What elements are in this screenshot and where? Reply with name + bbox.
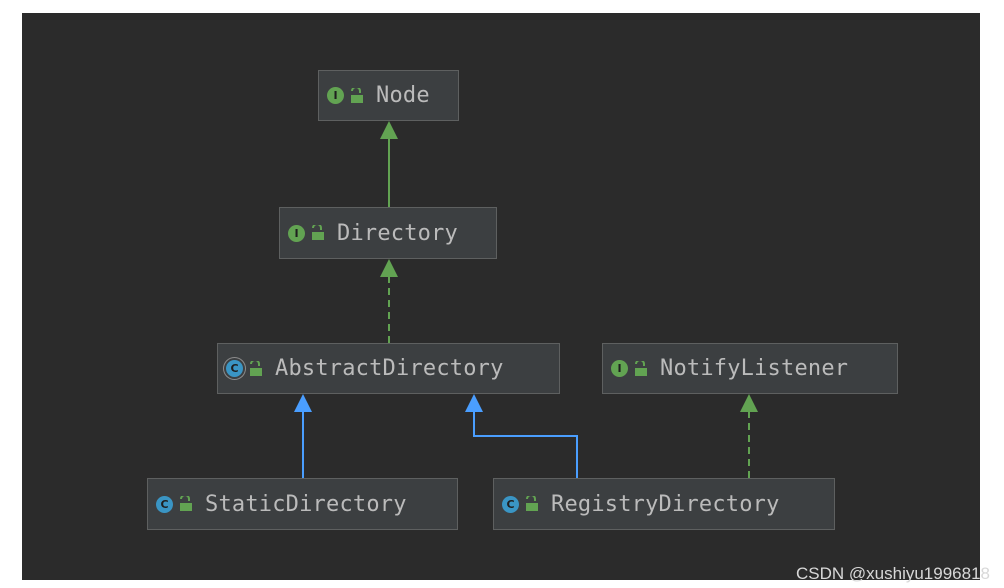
unlocked-padlock-icon bbox=[312, 225, 324, 240]
unlocked-padlock-icon bbox=[526, 496, 538, 511]
abstract-class-icon: C bbox=[226, 360, 243, 377]
edge-registrydirectory-abstractdirectory bbox=[473, 411, 578, 478]
arrowhead-directory bbox=[380, 259, 398, 277]
directory-box[interactable]: I Directory bbox=[279, 207, 497, 259]
directory-label: Directory bbox=[337, 220, 459, 246]
notifylistener-box[interactable]: I NotifyListener bbox=[602, 343, 898, 394]
arrowhead-node bbox=[380, 121, 398, 139]
diagram-canvas: I Node I Directory C AbstractDirectory I… bbox=[22, 13, 980, 580]
registrydirectory-label: RegistryDirectory bbox=[551, 491, 780, 517]
unlocked-padlock-icon bbox=[180, 496, 192, 511]
unlocked-padlock-icon bbox=[351, 87, 363, 103]
watermark: CSDN @xushiyu1996818 bbox=[796, 564, 990, 583]
arrowhead-abstractdirectory-right bbox=[465, 394, 483, 412]
staticdirectory-box[interactable]: C StaticDirectory bbox=[147, 478, 458, 530]
interface-icon: I bbox=[327, 87, 344, 104]
arrowhead-abstractdirectory-left bbox=[294, 394, 312, 412]
unlocked-padlock-icon bbox=[635, 360, 647, 376]
unlocked-padlock-icon bbox=[250, 360, 262, 376]
class-icon: C bbox=[156, 495, 173, 513]
node-box[interactable]: I Node bbox=[318, 70, 459, 121]
registrydirectory-box[interactable]: C RegistryDirectory bbox=[493, 478, 835, 530]
node-label: Node bbox=[376, 83, 430, 108]
arrowhead-notifylistener bbox=[740, 394, 758, 412]
class-icon: C bbox=[502, 495, 519, 513]
edges-layer bbox=[294, 121, 758, 478]
interface-icon: I bbox=[611, 360, 628, 377]
abstractdirectory-box[interactable]: C AbstractDirectory bbox=[217, 343, 560, 394]
notifylistener-label: NotifyListener bbox=[660, 356, 849, 381]
interface-icon: I bbox=[288, 224, 305, 242]
staticdirectory-label: StaticDirectory bbox=[205, 491, 407, 517]
abstractdirectory-label: AbstractDirectory bbox=[275, 356, 504, 381]
